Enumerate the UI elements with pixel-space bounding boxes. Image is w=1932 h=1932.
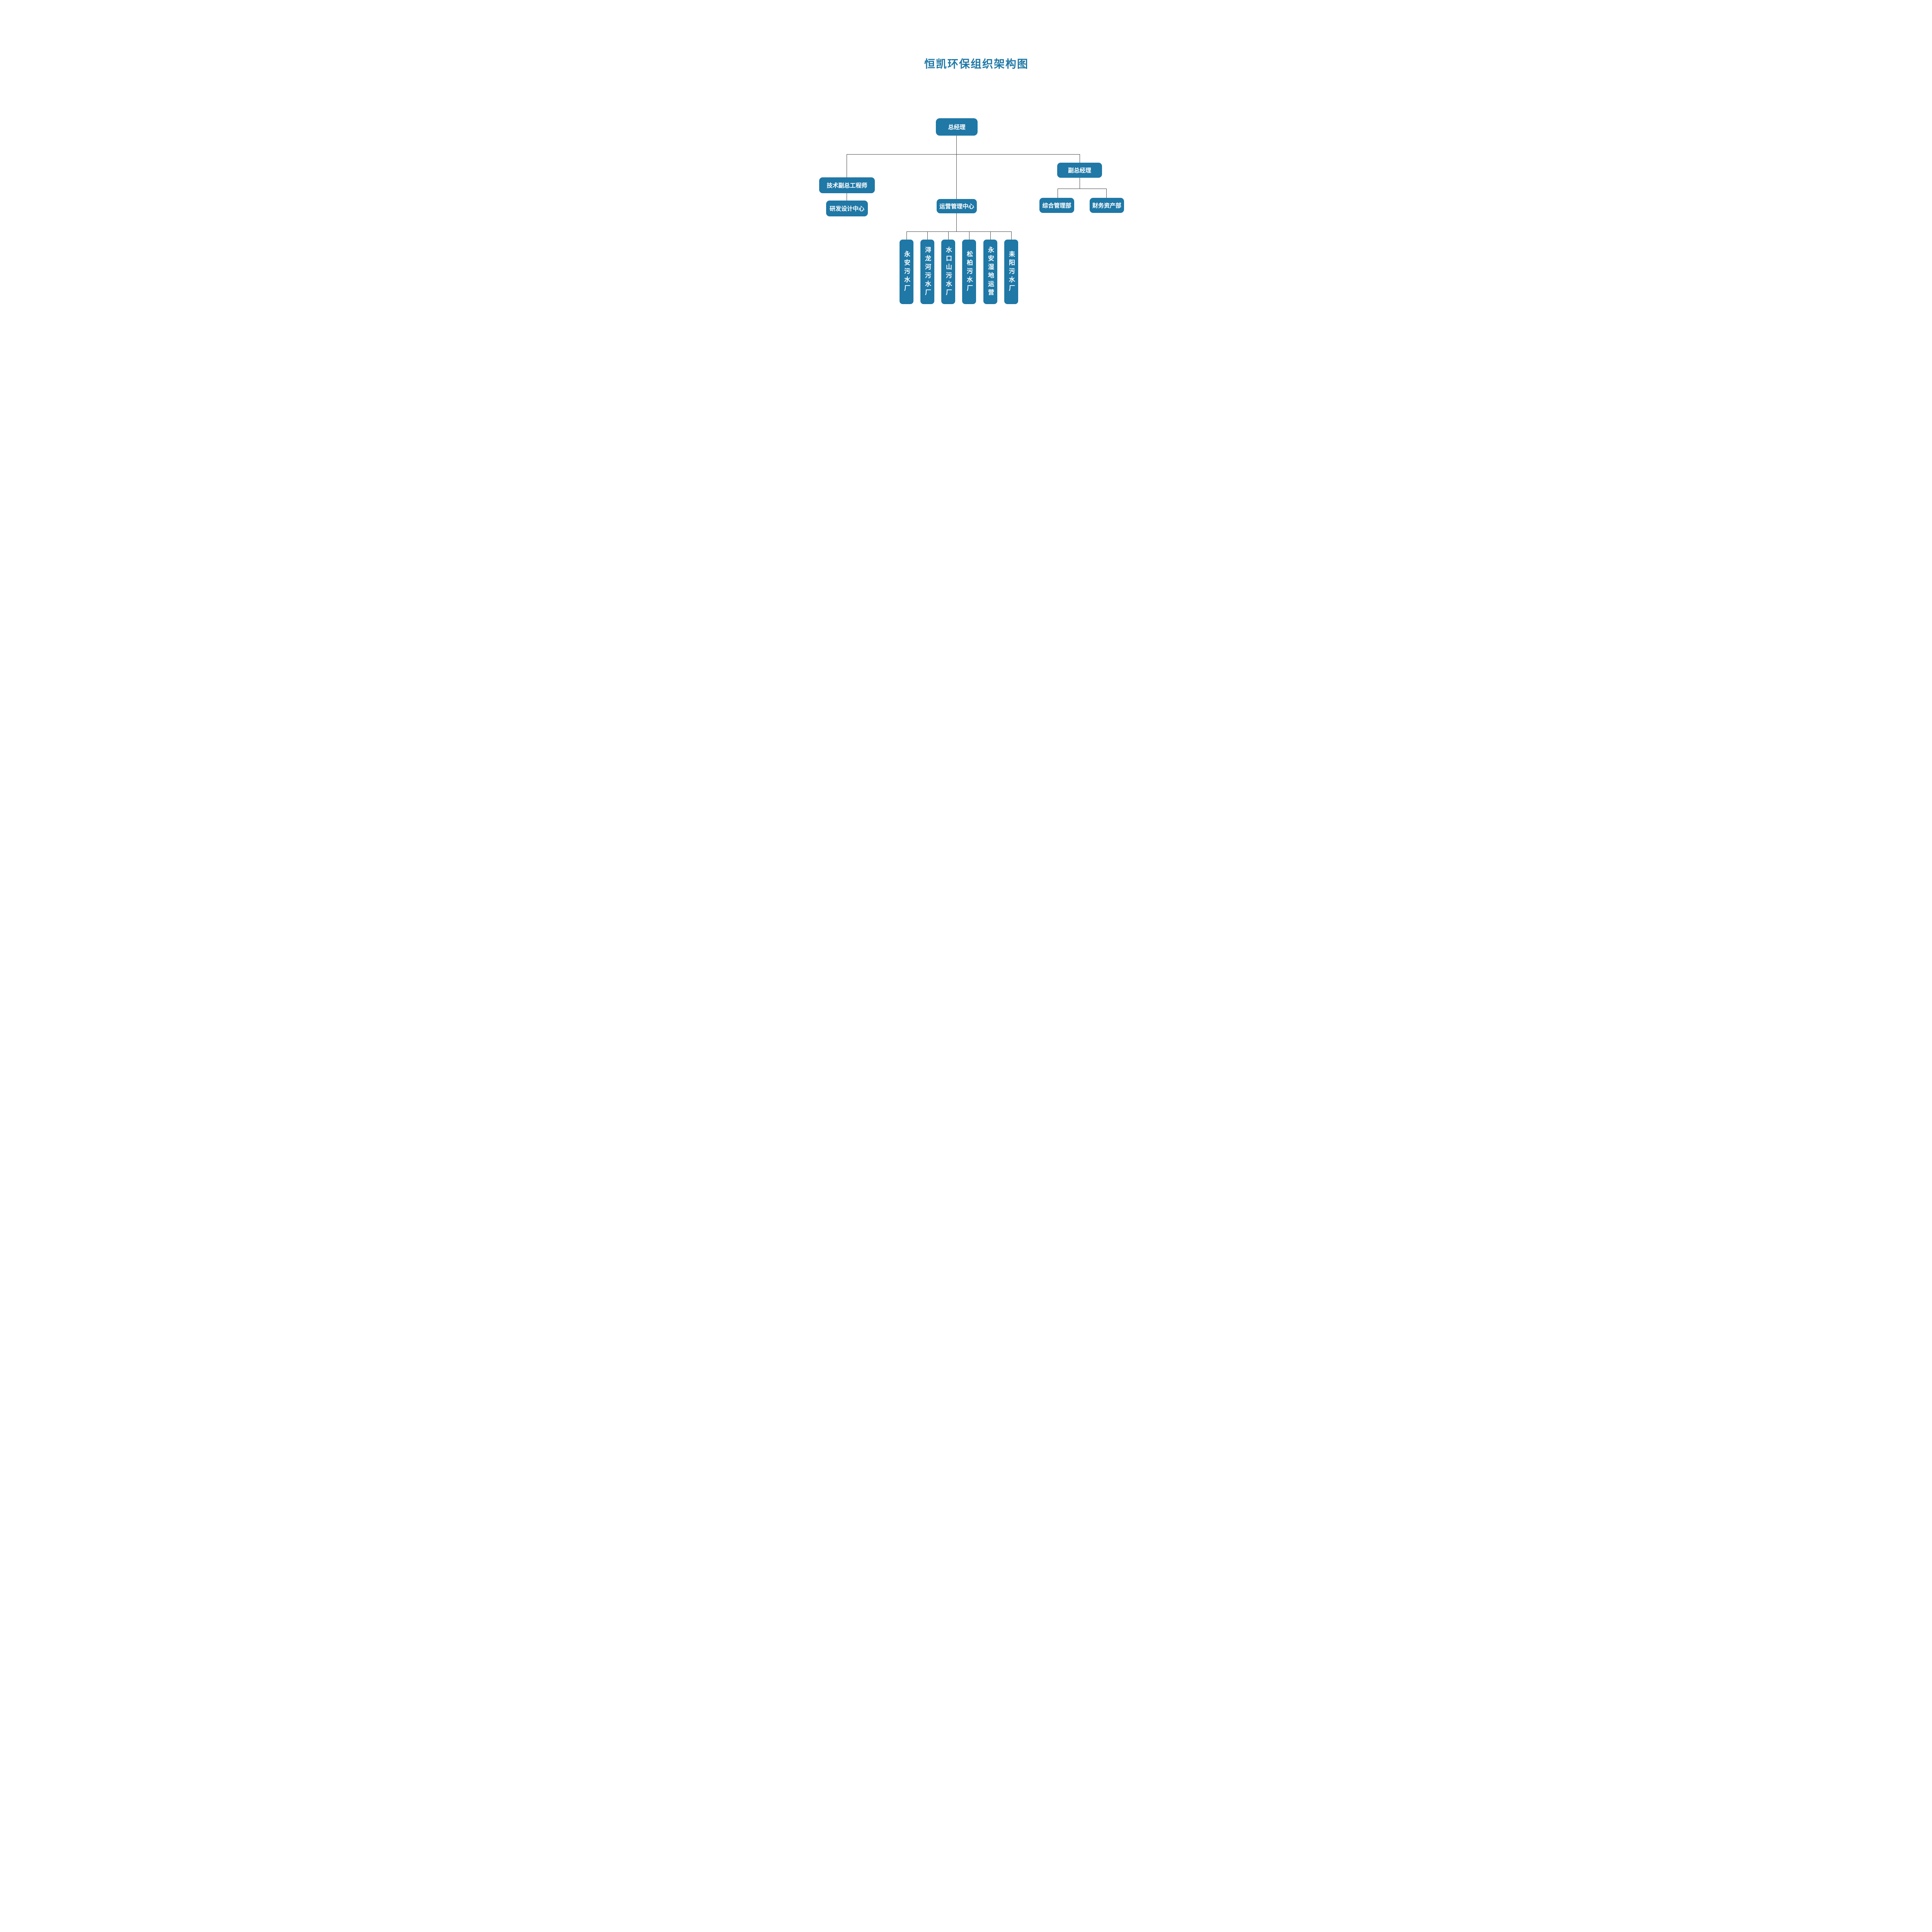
connector-plant-drop-3 — [948, 231, 949, 240]
node-general-manager: 总经理 — [936, 118, 978, 136]
node-shuikoushan-wwtp: 水口山污水厂 — [941, 240, 955, 304]
node-tech-deputy-chief-engineer: 技术副总工程师 — [819, 177, 875, 193]
connector-plant-drop-2 — [927, 231, 928, 240]
node-rd-design-center: 研发设计中心 — [826, 201, 868, 216]
node-finance-assets-dept: 财务资产部 — [1090, 198, 1124, 213]
connector-main-rail — [847, 154, 1080, 155]
plant-label: 永安污水厂 — [903, 250, 910, 293]
connector-trunk — [956, 136, 957, 199]
connector-plant-drop-6 — [1011, 231, 1012, 240]
node-xunlonghe-wwtp: 浔龙河污水厂 — [920, 240, 934, 304]
connector-plant-drop-1 — [906, 231, 907, 240]
org-chart-canvas: 恒凯环保组织架构图 总经理 技术副总工程师 副总经理 研发设计中心 运营管理中心… — [703, 0, 1229, 409]
connector-plant-drop-5 — [990, 231, 991, 240]
node-leiyang-wwtp: 耒阳污水厂 — [1004, 240, 1018, 304]
node-yongan-wwtp: 永安污水厂 — [900, 240, 913, 304]
connector-finance-drop — [1106, 189, 1107, 198]
plant-label: 耒阳污水厂 — [1008, 250, 1015, 293]
plant-label: 水口山污水厂 — [945, 246, 952, 298]
plant-label: 永安湿地运营 — [987, 246, 994, 298]
org-chart-title: 恒凯环保组织架构图 — [924, 58, 1029, 70]
node-songbai-wwtp: 松柏污水厂 — [962, 240, 976, 304]
plant-label: 浔龙河污水厂 — [924, 246, 931, 298]
node-deputy-general-manager: 副总经理 — [1057, 163, 1102, 178]
connector-plants-rail — [906, 231, 1011, 232]
plant-label: 松柏污水厂 — [966, 250, 973, 293]
node-general-administration-dept: 综合管理部 — [1039, 198, 1074, 213]
node-yongan-wetland-operations: 永安湿地运营 — [983, 240, 997, 304]
node-operations-management-center: 运营管理中心 — [937, 199, 977, 213]
connector-ops-stub — [956, 213, 957, 231]
